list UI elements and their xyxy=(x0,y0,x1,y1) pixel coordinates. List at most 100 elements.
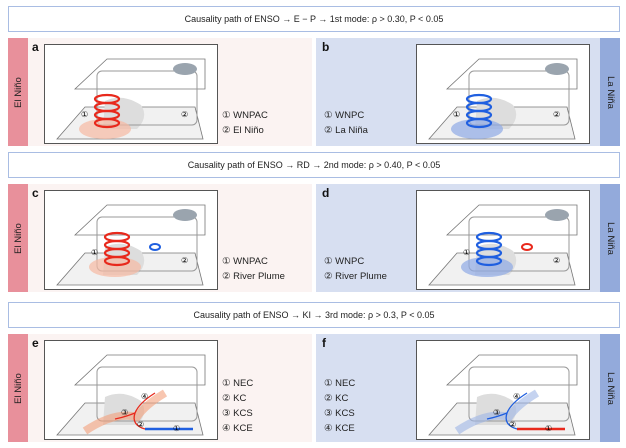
enso-phase-text: La Niña xyxy=(604,371,616,405)
marker-2: ② xyxy=(509,420,516,429)
legend: ① WNPAC ② River Plume xyxy=(222,254,285,284)
legend: ① WNPC ② River Plume xyxy=(324,254,387,284)
plume-spiral xyxy=(521,243,533,251)
upper-layer-plane xyxy=(73,354,206,386)
marker-2: ② xyxy=(553,110,560,119)
legend-item: ① WNPC xyxy=(324,256,365,267)
legend-item: ① WNPAC xyxy=(222,110,268,121)
enso-phase-label: El Niño xyxy=(8,184,28,292)
cloud-icon xyxy=(173,63,197,75)
circulation-spiral-ring xyxy=(103,231,131,243)
upper-layer-plane xyxy=(73,58,206,90)
upper-layer-plane xyxy=(445,58,578,90)
marker-4: ④ xyxy=(141,392,148,401)
panel-letter: a xyxy=(32,40,39,54)
legend-item: ④ KCE xyxy=(324,423,355,434)
marker-1: ① xyxy=(545,424,552,433)
panel-letter: e xyxy=(32,336,39,350)
circulation-loop xyxy=(96,216,198,272)
marker-1: ① xyxy=(91,248,98,257)
enso-phase-text: La Niña xyxy=(604,221,616,255)
cloud-icon xyxy=(545,63,569,75)
circulation-spiral-ring xyxy=(465,93,493,105)
legend-item: ② River Plume xyxy=(324,271,387,282)
legend-item: ② KC xyxy=(324,393,349,404)
enso-phase-label: La Niña xyxy=(600,38,620,146)
marker-3: ③ xyxy=(493,408,500,417)
panel-letter: f xyxy=(322,336,326,350)
marker-1: ① xyxy=(81,110,88,119)
legend-item: ① NEC xyxy=(222,378,254,389)
schematic-diagram: ①② xyxy=(56,204,206,286)
legend-item: ④ KCE xyxy=(222,423,253,434)
cloud-icon xyxy=(173,209,197,221)
legend-item: ① WNPAC xyxy=(222,256,268,267)
marker-2: ② xyxy=(553,256,560,265)
circulation-loop xyxy=(96,70,198,126)
legend-item: ② La Niña xyxy=(324,125,368,136)
enso-phase-label: El Niño xyxy=(8,38,28,146)
circulation-spiral-ring xyxy=(93,93,121,105)
legend: ① WNPC ② La Niña xyxy=(324,108,368,138)
marker-1: ① xyxy=(463,248,470,257)
row-header: Causality path of ENSO → RD → 2nd mode: … xyxy=(8,152,620,178)
schematic-diagram: ① ②③ ④ xyxy=(56,354,206,436)
circulation-loop xyxy=(468,366,570,422)
legend-item: ② El Niño xyxy=(222,125,264,136)
enso-phase-text: El Niño xyxy=(12,76,24,108)
row-header: Causality path of ENSO → KI → 3rd mode: … xyxy=(8,302,620,328)
anomaly-shading xyxy=(79,119,131,139)
legend-item: ③ KCS xyxy=(222,408,253,419)
legend-item: ① WNPC xyxy=(324,110,365,121)
upper-layer-plane xyxy=(73,204,206,236)
schematic-diagram: ① ②③ ④ xyxy=(428,354,578,436)
legend-item: ② KC xyxy=(222,393,247,404)
circulation-loop xyxy=(468,216,570,272)
marker-1: ① xyxy=(173,424,180,433)
marker-2: ② xyxy=(181,256,188,265)
marker-1: ① xyxy=(453,110,460,119)
anomaly-shading xyxy=(82,389,168,435)
schematic-diagram: ①② xyxy=(428,204,578,286)
kcs-path xyxy=(114,412,136,420)
cloud-icon xyxy=(545,209,569,221)
upper-layer-plane xyxy=(445,204,578,236)
circulation-loop xyxy=(468,70,570,126)
panel-letter: c xyxy=(32,186,39,200)
anomaly-shading xyxy=(454,389,540,435)
marker-2: ② xyxy=(181,110,188,119)
row-header: Causality path of ENSO → E − P → 1st mod… xyxy=(8,6,620,32)
upper-layer-plane xyxy=(445,354,578,386)
enso-phase-label: La Niña xyxy=(600,184,620,292)
panel-letter: b xyxy=(322,40,330,54)
legend-item: ① NEC xyxy=(324,378,356,389)
circulation-spiral-ring xyxy=(475,231,503,243)
enso-phase-text: El Niño xyxy=(12,222,24,254)
anomaly-shading xyxy=(451,119,503,139)
panel-letter: d xyxy=(322,186,330,200)
marker-3: ③ xyxy=(121,408,128,417)
legend-item: ② River Plume xyxy=(222,271,285,282)
enso-phase-label: El Niño xyxy=(8,334,28,442)
marker-4: ④ xyxy=(513,392,520,401)
legend: ① NEC ② KC ③ KCS ④ KCE xyxy=(324,376,355,436)
circulation-loop xyxy=(96,366,198,422)
kcs-path xyxy=(486,412,508,420)
legend-item: ③ KCS xyxy=(324,408,355,419)
legend: ① NEC ② KC ③ KCS ④ KCE xyxy=(222,376,253,436)
enso-phase-label: La Niña xyxy=(600,334,620,442)
marker-2: ② xyxy=(137,420,144,429)
